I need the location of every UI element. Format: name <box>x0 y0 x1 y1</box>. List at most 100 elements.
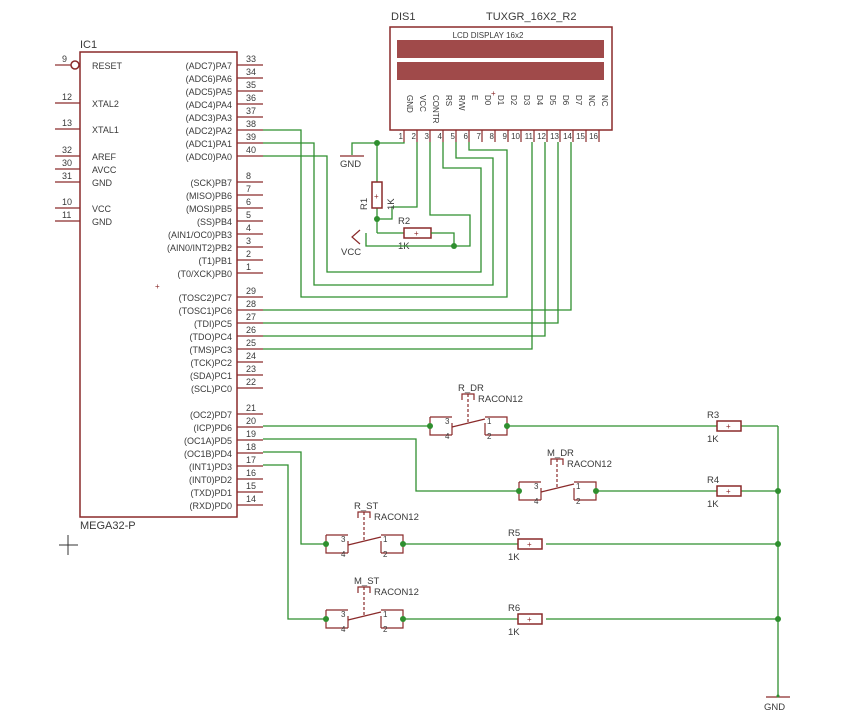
svg-text:+: + <box>726 422 731 431</box>
lcd-pin-name: D1 <box>496 95 505 106</box>
switch-pin-num: 2 <box>383 625 388 634</box>
ic1-pin-29[interactable]: 29(TOSC2)PC7 <box>179 286 263 303</box>
ic1-pin-26[interactable]: 26(TDO)PC4 <box>190 325 264 342</box>
ic1-value: MEGA32-P <box>80 520 136 532</box>
ic1-pin-num: 25 <box>246 338 256 348</box>
lcd-pin-name: NC <box>600 95 609 107</box>
lcd-pins: 1GND2VCC3CONTR4RS5R/W6E7D08D19D210D311D4… <box>399 95 609 142</box>
ic1-pin-num: 9 <box>62 54 67 64</box>
ic1-pin-name: (ADC5)PA5 <box>186 87 232 97</box>
ic1-pin-2[interactable]: 2(T1)PB1 <box>198 249 263 266</box>
ic1-pin-18[interactable]: 18(OC1B)PD4 <box>184 442 263 459</box>
ic1-mega32[interactable]: IC1 MEGA32-P 9RESET12XTAL213XTAL132AREF3… <box>55 39 263 532</box>
ic1-pin-25[interactable]: 25(TMS)PC3 <box>190 338 264 355</box>
ic1-pin-40[interactable]: 40(ADC0)PA0 <box>186 145 263 162</box>
lcd-pin-5[interactable]: 5R/W <box>451 95 466 142</box>
lcd-pin-8[interactable]: 8D1 <box>490 95 505 142</box>
vcc-label: VCC <box>341 247 361 258</box>
lcd-pin-num: 12 <box>537 132 546 141</box>
ic1-pin-23[interactable]: 23(SDA)PC1 <box>190 364 263 381</box>
lcd-row-2 <box>397 62 604 80</box>
ic1-pin-33[interactable]: 33(ADC7)PA7 <box>186 54 263 71</box>
switch-name: R_ST <box>354 501 378 512</box>
switch-pin-num: 4 <box>341 550 346 559</box>
lcd-pin-7[interactable]: 7D0 <box>477 95 492 142</box>
ic1-pin-15[interactable]: 15(TXD)PD1 <box>190 481 263 498</box>
ic1-pin-6[interactable]: 6(MOSI)PB5 <box>186 197 263 214</box>
switch-value: RACON12 <box>478 394 523 405</box>
ic1-pin-5[interactable]: 5(SS)PB4 <box>197 210 263 227</box>
vcc-symbol <box>351 229 361 245</box>
lcd-pin-9[interactable]: 9D2 <box>503 95 518 142</box>
ic1-pin-14[interactable]: 14(RXD)PD0 <box>189 494 263 511</box>
ic1-pin-7[interactable]: 7(MISO)PB6 <box>186 184 263 201</box>
ic1-pin-34[interactable]: 34(ADC6)PA6 <box>186 67 263 84</box>
ic1-pin-name: RESET <box>92 61 123 71</box>
ic1-pin-name: XTAL2 <box>92 99 119 109</box>
switch-pin-num: 1 <box>383 610 388 619</box>
ic1-pin-39[interactable]: 39(ADC1)PA1 <box>186 132 263 149</box>
ic1-pin-num: 34 <box>246 67 256 77</box>
lcd-pin-num: 5 <box>451 132 456 141</box>
ic1-pin-24[interactable]: 24(TCK)PC2 <box>190 351 263 368</box>
ic1-pin-19[interactable]: 19(OC1A)PD5 <box>184 429 263 446</box>
ic1-pin-num: 16 <box>246 468 256 478</box>
ic1-pin-8[interactable]: 8(SCK)PB7 <box>190 171 263 188</box>
ic1-pin-20[interactable]: 20(ICP)PD6 <box>193 416 263 433</box>
ic1-pin-36[interactable]: 36(ADC4)PA4 <box>186 93 263 110</box>
ic1-pin-name: (ADC2)PA2 <box>186 126 232 136</box>
ic1-pin-name: (TCK)PC2 <box>190 358 232 368</box>
ic1-pin-num: 20 <box>246 416 256 426</box>
lcd-pin-6[interactable]: 6E <box>464 95 479 142</box>
lcd-pin-num: 6 <box>464 132 469 141</box>
ic1-pin-16[interactable]: 16(INT0)PD2 <box>189 468 263 485</box>
ic1-pin-name: (OC2)PD7 <box>190 410 232 420</box>
ic1-pin-1[interactable]: 1(T0/XCK)PB0 <box>177 262 263 279</box>
lcd-pin-4[interactable]: 4RS <box>438 95 453 142</box>
lcd-pin-num: 9 <box>503 132 508 141</box>
ic1-pin-38[interactable]: 38(ADC2)PA2 <box>186 119 263 136</box>
ic1-pin-num: 1 <box>246 262 251 272</box>
ic1-pin-num: 12 <box>62 92 72 102</box>
ic1-pin-name: GND <box>92 217 113 227</box>
ic1-pin-27[interactable]: 27(TDI)PC5 <box>194 312 263 329</box>
lcd-pin-name: D5 <box>548 95 557 106</box>
ic1-pin-28[interactable]: 28(TOSC1)PC6 <box>179 299 263 316</box>
lcd-pin-num: 14 <box>563 132 572 141</box>
ic1-pin-35[interactable]: 35(ADC5)PA5 <box>186 80 263 97</box>
lcd-pin-12[interactable]: 12 D5 <box>537 95 557 142</box>
lcd-display[interactable]: LCD DISPLAY 16x2 DIS1 TUXGR_16X2_R2 + 1G… <box>389 11 613 142</box>
ic1-pin-22[interactable]: 22(SCL)PC0 <box>191 377 263 394</box>
ic1-pin-37[interactable]: 37(ADC3)PA3 <box>186 106 263 123</box>
ic1-pin-21[interactable]: 21(OC2)PD7 <box>190 403 263 420</box>
ic1-pin-17[interactable]: 17(INT1)PD3 <box>189 455 263 472</box>
ic1-pin-3[interactable]: 3(AIN0/INT2)PB2 <box>167 236 263 253</box>
lcd-value: TUXGR_16X2_R2 <box>486 11 577 23</box>
ic1-pin-4[interactable]: 4(AIN1/OC0)PB3 <box>168 223 263 240</box>
